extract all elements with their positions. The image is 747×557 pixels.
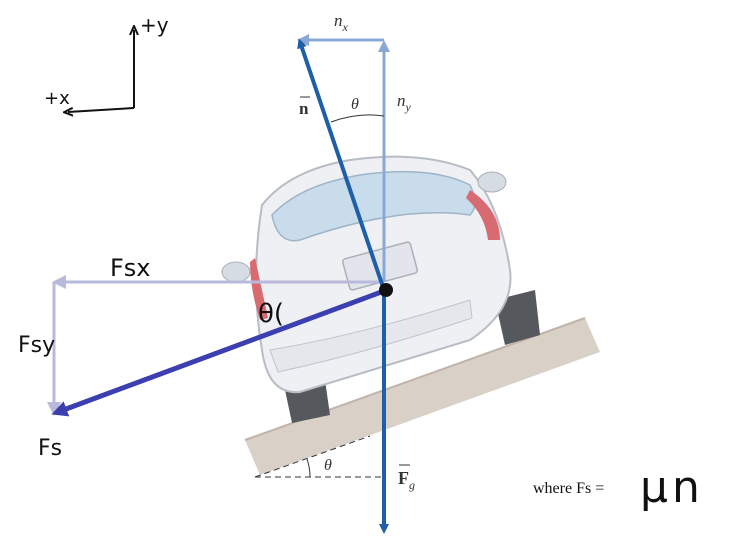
car-taillight-left (250, 258, 268, 320)
theta-arc-top (330, 114, 385, 123)
n-vector-label: n (299, 99, 309, 118)
normal-vector (297, 38, 386, 291)
car-mirror-left (221, 261, 251, 283)
friction-vector (51, 288, 385, 417)
theta-top-label: θ (351, 96, 359, 113)
fsx-label: Fsx (110, 254, 151, 282)
center-of-mass-dot (379, 283, 393, 297)
equation-mu-n: μn (640, 462, 704, 513)
equation-where-text: where Fs = (533, 480, 605, 497)
car-rear-tire-right (495, 290, 540, 345)
fg-label: Fg (398, 468, 415, 492)
plus-x-label: +x (44, 88, 70, 109)
car-taillight-right (466, 190, 500, 240)
car (221, 155, 540, 423)
car-bumper (269, 299, 473, 373)
fs-label: Fs (38, 436, 62, 461)
theta-bottom-label: θ (324, 457, 332, 474)
inclined-ramp (245, 318, 600, 475)
fsy-label: Fsy (18, 333, 55, 358)
incline-slope-dashed (254, 435, 371, 478)
ny-label: ny (397, 91, 412, 114)
nx-label: nx (334, 11, 349, 34)
incline-angle-arc (306, 458, 311, 478)
plus-y-label: +y (140, 13, 169, 37)
theta-car-label: θ( (258, 299, 284, 329)
x-axis-arrow (68, 108, 135, 112)
car-mirror-right (477, 171, 507, 193)
